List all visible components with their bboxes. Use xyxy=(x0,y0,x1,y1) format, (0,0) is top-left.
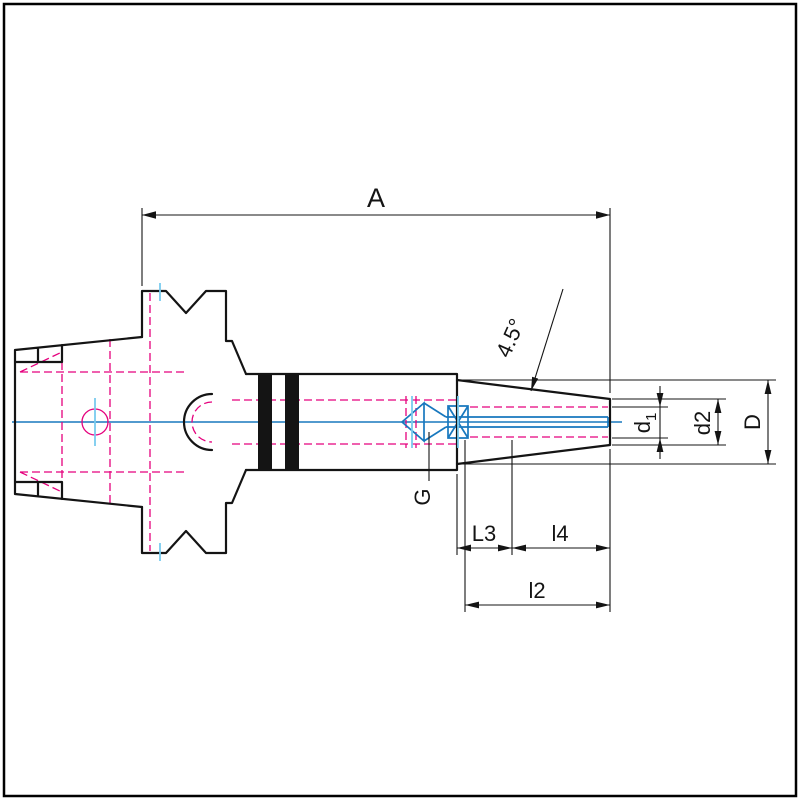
arrow-d2-top xyxy=(714,399,722,413)
arrow-L3-right xyxy=(498,544,512,552)
tube-body-lines xyxy=(446,416,609,428)
balance-ring-2 xyxy=(285,374,299,470)
arrow-l4-right xyxy=(596,544,610,552)
nose-bore-hidden-lines xyxy=(470,406,608,438)
hsk-shank-outline xyxy=(13,335,144,509)
arrow-D-bottom xyxy=(764,450,772,464)
dim-l2-lines xyxy=(464,440,610,612)
label-coolant-thread-G: G xyxy=(410,488,435,505)
label-l2: l2 xyxy=(528,578,545,603)
label-taper-angle: 4.5° xyxy=(491,315,530,361)
dimension-arrows xyxy=(142,211,772,609)
arrow-L3-left xyxy=(457,544,471,552)
arrow-l2-right xyxy=(596,601,610,609)
label-overall-length: A xyxy=(367,183,385,213)
taper-nose-outline xyxy=(455,378,612,466)
label-tip-bore-d1: d1 xyxy=(630,413,660,434)
balance-ring-1 xyxy=(258,374,272,470)
arrow-angle-leader xyxy=(531,376,539,391)
part-outline xyxy=(13,289,612,555)
label-L3: L3 xyxy=(472,521,496,546)
center-marks xyxy=(94,283,459,561)
thread-hidden-lines xyxy=(405,396,417,448)
dim-A-lines xyxy=(141,208,611,393)
body-outline xyxy=(244,372,459,472)
dim-L3-l4-lines xyxy=(456,440,611,612)
label-l4: l4 xyxy=(551,521,568,546)
tube-seat-arc xyxy=(182,392,214,452)
arrow-l4-left xyxy=(512,544,526,552)
arrow-l2-left xyxy=(465,601,479,609)
dimension-lines xyxy=(141,208,776,612)
arrow-d1-top xyxy=(656,393,664,407)
arrow-A-left xyxy=(142,211,156,219)
shank-bore-hidden-lines xyxy=(19,293,186,551)
label-taper-large-diameter-D: D xyxy=(740,414,765,430)
tube-nozzle-cone xyxy=(400,401,447,443)
arrow-d1-bottom xyxy=(656,438,664,452)
arrow-D-top xyxy=(764,380,772,394)
tube-seat-inner-arc xyxy=(191,401,213,443)
arrow-d2-bottom xyxy=(714,431,722,445)
angle-leader-line xyxy=(530,288,564,392)
arrow-A-right xyxy=(596,211,610,219)
flange-outline xyxy=(140,289,248,555)
dimension-labels: A 4.5° d1 d2 D G L3 l4 l2 xyxy=(367,183,765,603)
label-nose-diameter-d2: d2 xyxy=(690,411,715,435)
